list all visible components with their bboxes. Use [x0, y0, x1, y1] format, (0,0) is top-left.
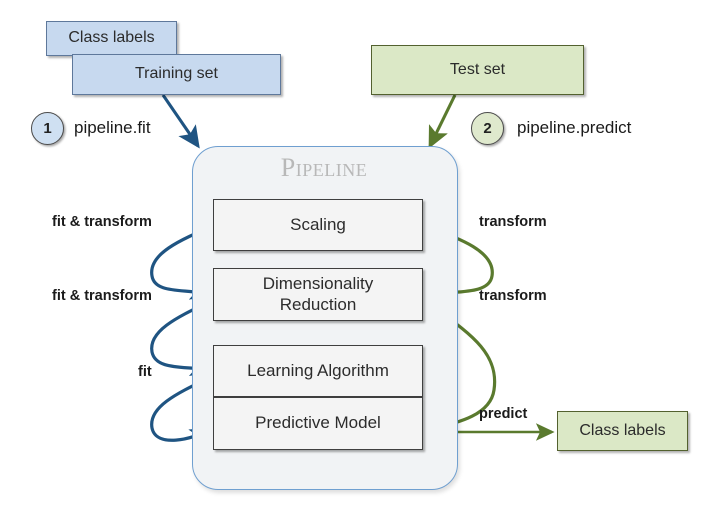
pipeline-title: Pipeline [280, 153, 368, 182]
step-scaling-label: Scaling [290, 214, 346, 234]
class-labels-input-box[interactable]: Class labels [46, 21, 177, 56]
pipeline-predict-label: pipeline.predict [517, 118, 632, 137]
step-learning-algorithm-label: Learning Algorithm [247, 360, 389, 380]
marker-1-circle[interactable]: 1 [31, 112, 64, 145]
marker-2-number: 2 [483, 120, 492, 137]
class-labels-input-label: Class labels [68, 29, 155, 47]
step-dimensionality-reduction-box[interactable]: Dimensionality Reduction [213, 268, 423, 321]
edge-label-fit-transform-dimred: fit & transform [52, 288, 152, 304]
test-set-label: Test set [449, 60, 506, 78]
edge-label-fit-transform-scaling: fit & transform [52, 214, 152, 230]
edge-label-predict: predict [479, 406, 528, 422]
step-predictive-model-box[interactable]: Predictive Model [213, 397, 423, 450]
edge-label-fit-learning: fit [138, 364, 152, 380]
training-set-box[interactable]: Training set [72, 54, 281, 95]
class-labels-output-label: Class labels [579, 421, 666, 439]
step-predictive-model-label: Predictive Model [255, 413, 381, 433]
edge-label-transform-dimred: transform [479, 288, 547, 304]
arrow-test-to-pipeline [428, 94, 457, 149]
pipeline-fit-label: pipeline.fit [74, 118, 151, 137]
test-set-box[interactable]: Test set [371, 45, 584, 95]
step-dimensionality-reduction-label: Dimensionality Reduction [262, 274, 374, 314]
arrow-training-to-pipeline [161, 94, 200, 149]
training-set-label: Training set [135, 65, 218, 83]
marker-1-number: 1 [43, 120, 52, 137]
marker-2-circle[interactable]: 2 [471, 112, 504, 145]
class-labels-output-box[interactable]: Class labels [557, 411, 688, 451]
edge-label-transform-scaling: transform [479, 214, 547, 230]
step-scaling-box[interactable]: Scaling [213, 199, 423, 251]
step-learning-algorithm-box[interactable]: Learning Algorithm [213, 345, 423, 397]
